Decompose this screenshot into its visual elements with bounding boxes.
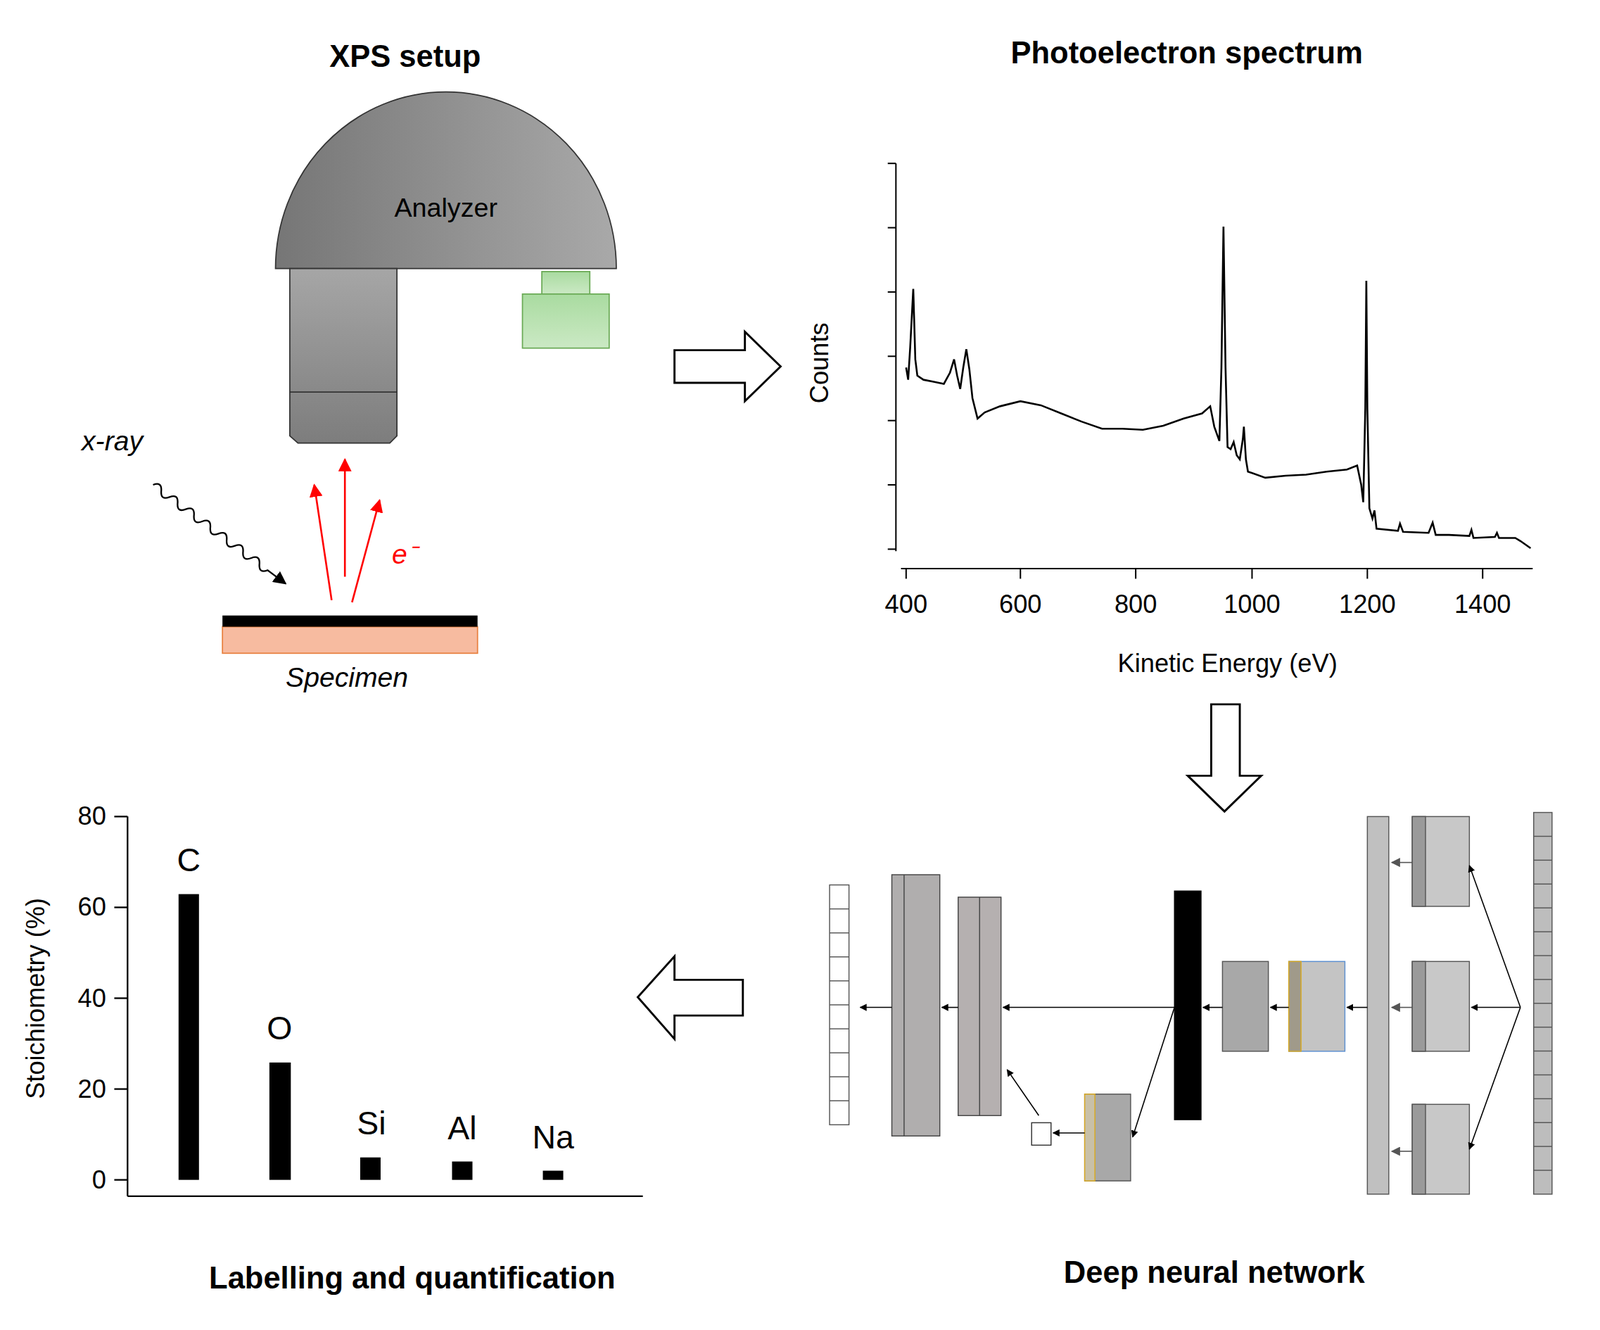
axis-title: Kinetic Energy (eV)	[1118, 648, 1338, 679]
axis-title: Stoichiometry (%)	[21, 897, 51, 1099]
specimen: Specimen	[222, 612, 478, 699]
node-label: Specimen	[285, 661, 409, 694]
cell-line	[829, 956, 850, 957]
cell-line	[1533, 1145, 1553, 1147]
panel-heading: Photoelectron spectrum	[1010, 35, 1363, 71]
panel-heading: Labelling and quantification	[208, 1260, 616, 1296]
cell-line	[1533, 906, 1553, 908]
tick-label: 600	[999, 589, 1042, 620]
tick-label: 400	[885, 589, 928, 620]
electron-label: e⁻	[391, 538, 417, 570]
flow-arrow	[637, 331, 1261, 1039]
tick-label: 1000	[1223, 589, 1281, 620]
tick-label: 60	[77, 892, 106, 922]
xps-apparatus	[150, 92, 617, 654]
analyzer-dome: Analyzer	[275, 92, 617, 269]
cell-line	[1533, 1098, 1553, 1100]
bar-chart	[113, 816, 643, 1196]
cell-line	[1533, 835, 1553, 837]
cell-line	[1533, 1026, 1553, 1028]
beam-label: x-ray	[81, 424, 143, 457]
bar-label: Al	[447, 1109, 477, 1147]
cell-line	[1533, 978, 1553, 980]
tick-label: 1400	[1454, 589, 1512, 620]
node-label: Analyzer	[394, 192, 498, 224]
tick-label: 40	[77, 983, 106, 1014]
tick-label: 20	[77, 1074, 106, 1104]
cell-line	[829, 1027, 850, 1029]
neural-network	[829, 812, 1553, 1195]
cell-line	[829, 908, 850, 910]
cell-line	[1533, 1122, 1553, 1123]
cell-line	[1533, 1050, 1553, 1052]
tick-label: 800	[1114, 589, 1157, 620]
cell-line	[829, 980, 850, 981]
bar-label: C	[177, 841, 202, 879]
cell-line	[829, 1075, 850, 1077]
cell-line	[1533, 1002, 1553, 1004]
cell-line	[829, 932, 850, 933]
cell-line	[829, 1051, 850, 1053]
cell-line	[829, 1004, 850, 1005]
cell-line	[829, 1100, 850, 1102]
panel-heading: Deep neural network	[1063, 1254, 1365, 1290]
cell-line	[1533, 930, 1553, 932]
cell-line	[1533, 1169, 1553, 1171]
tick-label: 80	[77, 801, 106, 831]
axis-title: Counts	[804, 322, 835, 404]
bar-label: Si	[356, 1104, 386, 1142]
bar-label: O	[266, 1009, 292, 1047]
cell-line	[1533, 954, 1553, 956]
cell-line	[1533, 859, 1553, 861]
cell-line	[1533, 883, 1553, 885]
spectrum-plot	[887, 163, 1534, 579]
tick-label: 1200	[1338, 589, 1396, 620]
tick-label: 0	[92, 1165, 107, 1195]
panel-heading: XPS setup	[329, 38, 481, 74]
cell-line	[1533, 1074, 1553, 1076]
bar-label: Na	[531, 1118, 574, 1157]
